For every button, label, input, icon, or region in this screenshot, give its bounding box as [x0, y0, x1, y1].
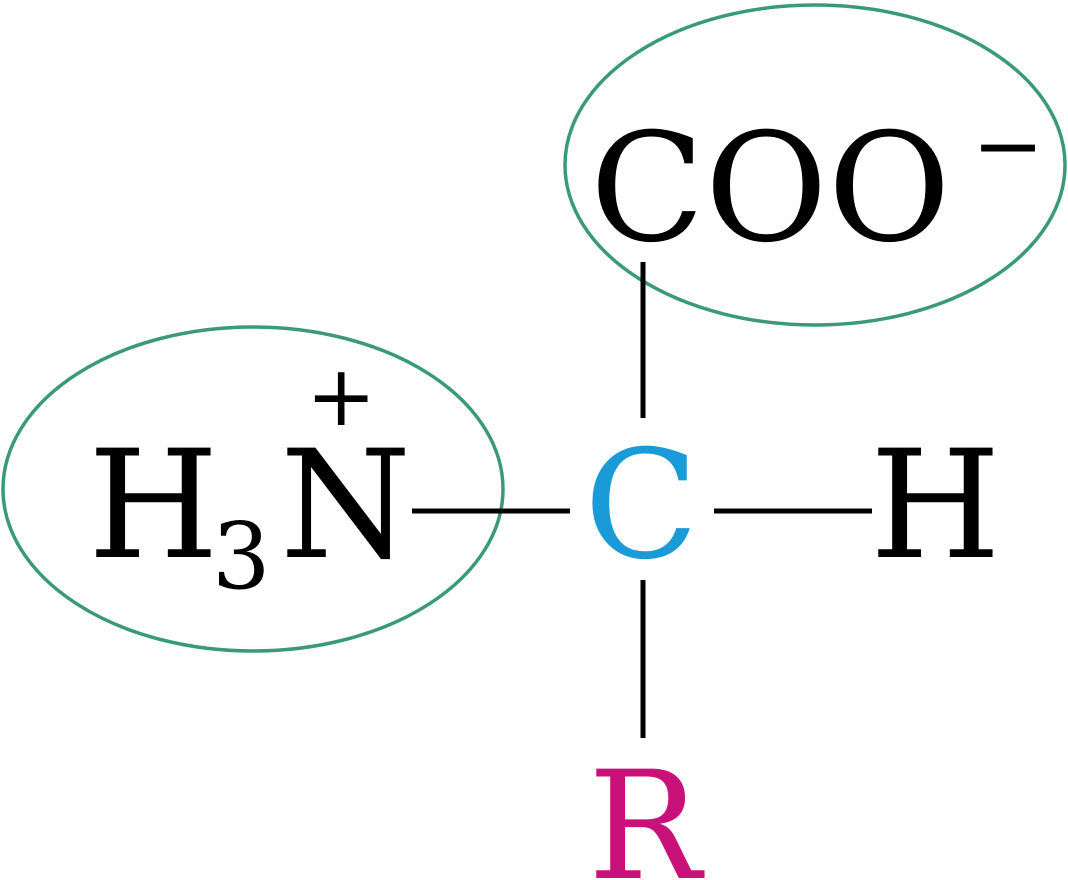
- alpha-carbon-label: C: [584, 419, 699, 593]
- amino-subscript-label: 3: [212, 503, 271, 610]
- amino-charge: +: [306, 347, 376, 445]
- carboxyl-charge: −: [972, 96, 1044, 196]
- amino-hydrogen-label: H: [88, 419, 219, 593]
- r-group-label: R: [588, 740, 705, 880]
- carboxyl-group-label: COO: [590, 102, 951, 276]
- amino-nitrogen-label: N: [280, 419, 411, 593]
- hydrogen-label: H: [870, 419, 1001, 593]
